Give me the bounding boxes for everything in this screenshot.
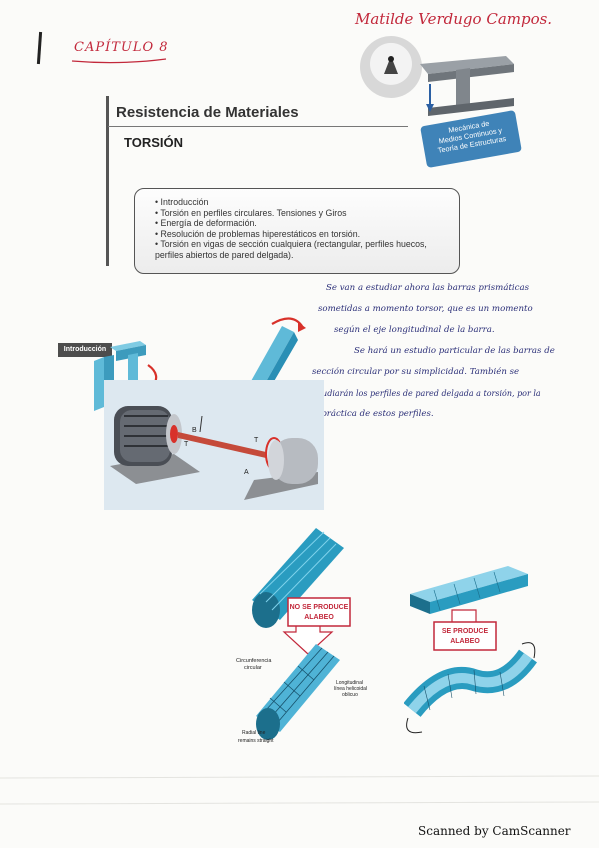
topics-list: Introducción Torsión en perfiles circula… bbox=[145, 197, 449, 260]
handwritten-notes: Se van a estudiar ahora las barras prism… bbox=[266, 278, 590, 425]
longitudinal-label: Longitudinal bbox=[336, 680, 363, 686]
warping-label: ALABEO bbox=[450, 638, 480, 645]
warping-label: SE PRODUCE bbox=[442, 628, 489, 635]
motor-label-b: B bbox=[192, 427, 197, 434]
header-horizontal-rule bbox=[108, 126, 408, 127]
topic-item: Torsión en perfiles circulares. Tensione… bbox=[155, 208, 449, 219]
topic-item: Introducción bbox=[155, 197, 449, 208]
longitudinal-label: oblicuo bbox=[342, 692, 358, 698]
note-line: estudiarán los perfiles de pared delgada… bbox=[310, 389, 541, 398]
chapter-underline bbox=[71, 58, 167, 64]
author-name: Matilde Verdugo Campos. bbox=[355, 10, 553, 28]
bird-icon bbox=[384, 56, 398, 74]
margin-mark bbox=[36, 31, 43, 65]
no-warping-label: NO SE PRODUCE bbox=[290, 604, 349, 611]
page-title: Resistencia de Materiales bbox=[116, 104, 299, 121]
motor-label-t: T bbox=[184, 441, 189, 448]
chapter-label: CAPÍTULO 8 bbox=[74, 40, 169, 55]
no-warping-label: ALABEO bbox=[304, 614, 334, 621]
note-line: Se hará un estudio particular de las bar… bbox=[354, 346, 555, 356]
longitudinal-label: línea helicoidal bbox=[334, 686, 367, 692]
steel-beam-illustration bbox=[420, 56, 514, 116]
radial-label: Radial line bbox=[242, 730, 266, 736]
page-subtitle: TORSIÓN bbox=[124, 135, 183, 150]
header-vertical-rule bbox=[106, 96, 109, 266]
ruled-lines bbox=[0, 775, 599, 805]
topics-box: Introducción Torsión en perfiles circula… bbox=[134, 188, 460, 274]
scanner-watermark: Scanned by CamScanner bbox=[418, 824, 571, 838]
note-line: importancia práctica de estos perfiles. bbox=[266, 409, 434, 419]
intro-tag: Introducción bbox=[58, 343, 112, 357]
circle-label: Circunferencia bbox=[236, 658, 272, 664]
motor-shaft-illustration: B T T A bbox=[104, 380, 324, 510]
motor-label-t: T bbox=[254, 437, 259, 444]
circle-label: circular bbox=[244, 665, 262, 671]
motor-label-a: A bbox=[244, 469, 249, 476]
topic-item: Resolución de problemas hiperestáticos e… bbox=[155, 229, 449, 240]
rectangular-bar-illustration: SE PRODUCE ALABEO bbox=[404, 566, 537, 734]
note-line: sección circular por su simplicidad. Tam… bbox=[312, 367, 520, 377]
topic-item: Torsión en vigas de sección cualquiera (… bbox=[155, 239, 449, 260]
note-line: sometidas a momento torsor, que es un mo… bbox=[318, 304, 533, 314]
note-line: según el eje longitudinal de la barra. bbox=[334, 325, 495, 335]
note-line: Se van a estudiar ahora las barras prism… bbox=[326, 283, 530, 293]
topic-item: Energía de deformación. bbox=[155, 218, 449, 229]
university-seal bbox=[360, 36, 422, 98]
circular-shaft-illustration: NO SE PRODUCE ALABEO Circunferencia circ… bbox=[236, 528, 367, 744]
radial-label: remains straight bbox=[238, 738, 274, 744]
